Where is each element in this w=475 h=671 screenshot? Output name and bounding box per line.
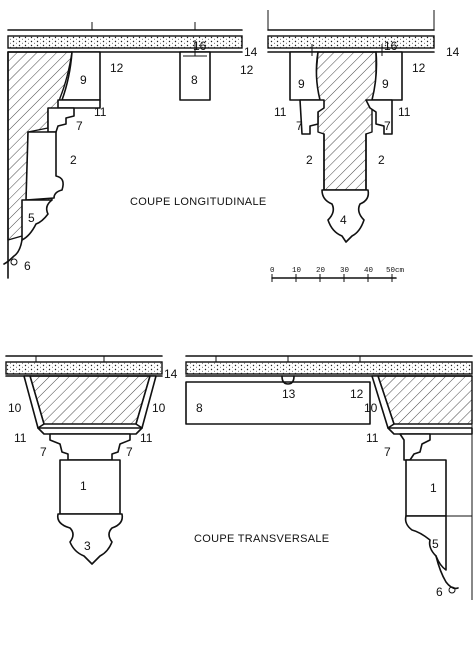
- pendant-4: [321, 189, 370, 243]
- longitudinal-section-left: [3, 22, 243, 279]
- label: 14: [446, 45, 460, 59]
- label: 11: [274, 105, 287, 119]
- scale-tick-10: 10: [292, 267, 302, 275]
- label: 9: [382, 77, 389, 91]
- longitudinal-section-right: [267, 10, 435, 243]
- label: 7: [40, 445, 47, 459]
- transversal-section-right: [185, 355, 473, 600]
- pendant-3: [56, 513, 124, 565]
- floor-slab: [7, 35, 243, 49]
- label: 1: [80, 479, 87, 493]
- label: 12: [110, 61, 124, 75]
- console-1: [59, 459, 121, 515]
- floor-slab-2: [267, 35, 435, 49]
- caption-transversal: COUPE TRANSVERSALE: [194, 533, 329, 545]
- label: 13: [282, 387, 296, 401]
- part-labels: 16 14 12 12 9 8 11 7 2 5 6 16 14 12 9 9 …: [8, 39, 460, 599]
- label: 6: [436, 585, 443, 599]
- floor-slab-4: [185, 361, 473, 375]
- label: 6: [24, 259, 31, 273]
- caption-longitudinal: COUPE LONGITUDINALE: [130, 196, 267, 208]
- scale-tick-50: 50cm: [386, 267, 405, 275]
- label: 5: [432, 537, 439, 551]
- label: 7: [384, 445, 391, 459]
- label: 2: [70, 153, 77, 167]
- beam-8-transversal: [185, 381, 371, 425]
- label: 4: [340, 213, 347, 227]
- scale-tick-40: 40: [364, 267, 374, 275]
- label: 16: [384, 39, 398, 53]
- label: 11: [14, 431, 27, 445]
- label: 7: [296, 119, 303, 133]
- label: 12: [240, 63, 254, 77]
- label: 14: [164, 367, 178, 381]
- label: 9: [80, 73, 87, 87]
- console-1-right: [405, 459, 447, 517]
- label: 2: [378, 153, 385, 167]
- label: 10: [8, 401, 22, 415]
- label: 11: [140, 431, 153, 445]
- scale-bar: 0 10 20 30 40 50cm: [270, 267, 405, 282]
- label: 12: [412, 61, 426, 75]
- label: 9: [298, 77, 305, 91]
- floor-slab-3: [5, 361, 163, 375]
- label: 2: [306, 153, 313, 167]
- label: 11: [398, 105, 411, 119]
- scale-tick-30: 30: [340, 267, 350, 275]
- label: 11: [366, 431, 379, 445]
- label: 7: [384, 119, 391, 133]
- scale-tick-20: 20: [316, 267, 326, 275]
- label: 8: [196, 401, 203, 415]
- label: 8: [191, 73, 198, 87]
- label: 12: [350, 387, 364, 401]
- label: 1: [430, 481, 437, 495]
- transversal-mass: [29, 375, 151, 425]
- label: 16: [193, 39, 207, 53]
- label: 11: [94, 105, 107, 119]
- transversal-section-left: [5, 355, 163, 565]
- label: 10: [152, 401, 166, 415]
- label: 3: [84, 539, 91, 553]
- label: 14: [244, 45, 258, 59]
- label: 7: [126, 445, 133, 459]
- label: 7: [76, 119, 83, 133]
- beam-8: [179, 51, 211, 101]
- label: 10: [364, 401, 378, 415]
- scale-tick-0: 0: [270, 267, 275, 275]
- label: 5: [28, 211, 35, 225]
